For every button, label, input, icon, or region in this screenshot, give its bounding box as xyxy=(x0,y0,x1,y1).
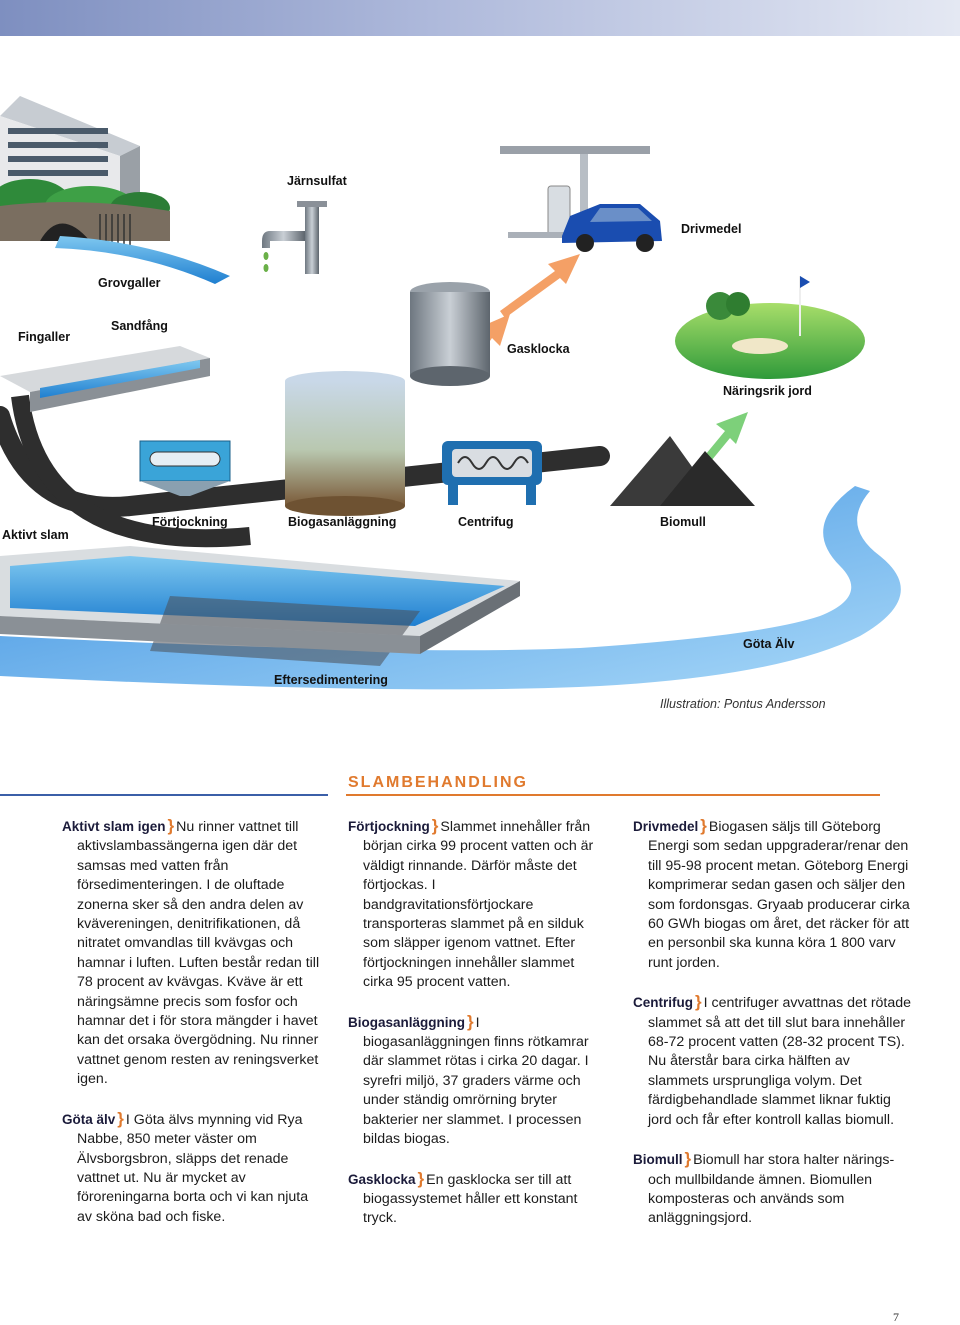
label-centrifug: Centrifug xyxy=(458,515,514,529)
paragraph-text: En gasklocka ser till att biogassystemet… xyxy=(363,1171,578,1227)
page-number: 7 xyxy=(893,1310,899,1324)
label-sandfang: Sandfång xyxy=(111,319,168,333)
paragraph-heading: Gasklocka xyxy=(348,1171,416,1187)
tunnel-wall xyxy=(0,202,170,241)
label-naringsrik-jord: Näringsrik jord xyxy=(723,384,812,398)
text-column-2: Förtjockning}Slammet innehåller från bör… xyxy=(348,816,608,1248)
paragraph-text: I biogasanläggningen finns rötkamrar där… xyxy=(363,1014,589,1148)
thickener-unit xyxy=(139,440,231,496)
label-eftersedimentering: Eftersedimentering xyxy=(274,673,388,687)
text-column-3: Drivmedel}Biogasen säljs till Göteborg E… xyxy=(633,816,913,1248)
paragraph-gota-alv: Göta älv}I Göta älvs mynning vid Rya Nab… xyxy=(62,1109,324,1227)
paragraph-heading: Centrifug xyxy=(633,995,693,1011)
sand-trap-channel xyxy=(0,346,210,412)
label-grovgaller: Grovgaller xyxy=(98,276,161,290)
brace-icon: } xyxy=(117,1108,124,1128)
paragraph-heading: Förtjockning xyxy=(348,819,430,834)
paragraph-biogasanlaggning: Biogasanläggning}I biogasanläggningen fi… xyxy=(348,1012,608,1150)
biomull-piles xyxy=(610,436,755,506)
inflow-stream xyxy=(55,236,230,284)
paragraph-gasklocka: Gasklocka}En gasklocka ser till att biog… xyxy=(348,1169,608,1229)
process-illustration xyxy=(0,96,901,690)
paragraph-heading: Aktivt slam igen xyxy=(62,819,166,834)
paragraph-heading: Biomull xyxy=(633,1152,683,1168)
paragraph-heading: Göta älv xyxy=(62,1111,116,1127)
brace-icon: } xyxy=(695,992,702,1012)
paragraph-text: Slammet innehåller från början cirka 99 … xyxy=(363,819,594,991)
brace-icon: } xyxy=(167,816,175,835)
paragraph-text: I centrifuger avvattnas det rötade slamm… xyxy=(648,995,912,1128)
tunnel-opening xyxy=(40,223,90,241)
golf-green xyxy=(675,276,865,379)
arrow-to-drivmedel xyxy=(500,254,580,318)
section-divider-left xyxy=(0,794,328,796)
brace-icon: } xyxy=(431,816,439,835)
paragraph-text: I Göta älvs mynning vid Rya Nabbe, 850 m… xyxy=(77,1111,309,1225)
section-divider-right xyxy=(346,794,880,796)
label-gasklocka: Gasklocka xyxy=(507,342,570,356)
gota-alv-river xyxy=(0,486,901,690)
label-gota-alv: Göta Älv xyxy=(743,637,795,651)
paragraph-text: Biogasen säljs till Göteborg Energi som … xyxy=(648,819,910,971)
paragraph-heading: Drivmedel xyxy=(633,819,699,834)
paragraph-text: Nu rinner vattnet till aktivslambassänge… xyxy=(77,819,320,1088)
gas-holder-tank xyxy=(410,282,490,386)
paragraph-fortjockning: Förtjockning}Slammet innehåller från bör… xyxy=(348,816,608,993)
paragraph-text: Biomull har stora halter närings- och mu… xyxy=(648,1152,895,1227)
paragraph-drivmedel: Drivmedel}Biogasen säljs till Göteborg E… xyxy=(633,816,913,973)
digester-tower xyxy=(285,371,405,516)
label-aktivt-slam: Aktivt slam xyxy=(2,528,69,542)
header-gradient-bar xyxy=(0,0,960,36)
illustration-credit: Illustration: Pontus Andersson xyxy=(660,697,826,711)
brace-icon: } xyxy=(467,1011,474,1031)
brace-icon: } xyxy=(700,816,707,835)
label-jarnsulfat: Järnsulfat xyxy=(287,174,347,188)
centrifuge-unit xyxy=(442,441,542,505)
label-fortjockning: Förtjockning xyxy=(152,515,228,529)
label-drivmedel: Drivmedel xyxy=(681,222,742,236)
label-biogasanlaggning: Biogasanläggning xyxy=(288,515,397,529)
text-column-1: Aktivt slam igen}Nu rinner vattnet till … xyxy=(62,816,324,1246)
paragraph-heading: Biogasanläggning xyxy=(348,1014,466,1030)
iron-sulfate-tap xyxy=(262,201,327,274)
brace-icon: } xyxy=(417,1168,425,1188)
car xyxy=(562,204,662,252)
brace-icon: } xyxy=(684,1149,692,1169)
section-title: SLAMBEHANDLING xyxy=(348,774,528,791)
return-pipe xyxy=(11,394,251,548)
paragraph-centrifug: Centrifug}I centrifuger avvattnas det rö… xyxy=(633,992,913,1130)
label-biomull: Biomull xyxy=(660,515,706,529)
secondary-sedimentation-basin xyxy=(0,546,520,666)
paragraph-biomull: Biomull}Biomull har stora halter närings… xyxy=(633,1149,913,1229)
paragraph-aktivt-slam: Aktivt slam igen}Nu rinner vattnet till … xyxy=(62,816,324,1090)
label-fingaller: Fingaller xyxy=(18,330,71,344)
